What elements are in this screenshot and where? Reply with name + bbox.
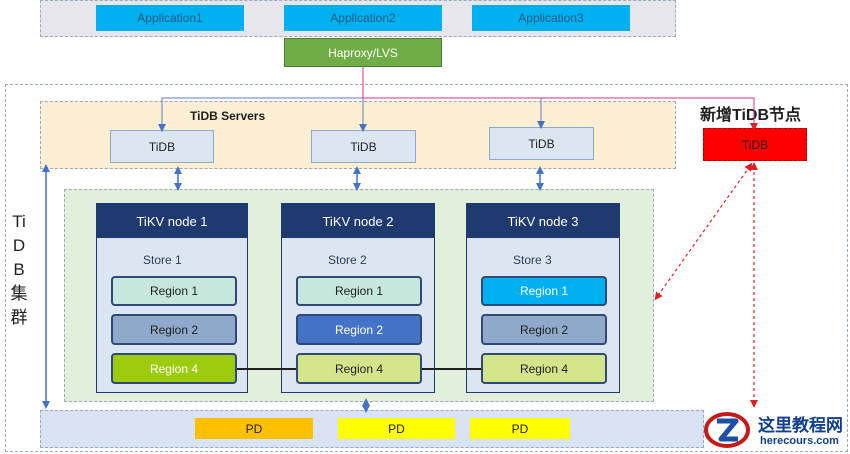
new-tidb-title: 新增TiDB节点 — [700, 107, 802, 124]
node-1-region-2[interactable]: Region 2 — [111, 314, 237, 345]
cluster-label-d: D — [12, 236, 26, 255]
pd-node-3[interactable]: PD — [470, 418, 570, 439]
watermark-url: herecours.com — [760, 435, 839, 447]
cluster-label-ti: Ti — [12, 212, 26, 231]
application-3-box[interactable]: Application3 — [472, 5, 630, 31]
tikv-node-3-header: TiKV node 3 — [467, 204, 619, 238]
tidb-server-2[interactable]: TiDB — [311, 130, 416, 163]
watermark-logo-icon — [704, 412, 750, 448]
tidb-server-1[interactable]: TiDB — [110, 130, 214, 163]
node-2-region-4[interactable]: Region 4 — [296, 353, 422, 384]
application-2-box[interactable]: Application2 — [284, 5, 442, 31]
node-3-region-1[interactable]: Region 1 — [481, 276, 607, 306]
tidb-cluster-frame — [5, 84, 848, 452]
tikv-node-1-header: TiKV node 1 — [97, 204, 247, 238]
cluster-label-qun: 群 — [10, 308, 28, 327]
tikv-node-2-header: TiKV node 2 — [282, 204, 434, 238]
new-tidb-node[interactable]: TiDB — [703, 128, 807, 161]
proxy-link-1 — [158, 67, 364, 132]
cluster-label: Ti D B 集 群 — [8, 210, 30, 330]
store-1-label: Store 1 — [143, 253, 182, 267]
pd-node-1[interactable]: PD — [195, 418, 313, 439]
watermark-title: 这里教程网 — [758, 416, 843, 436]
new-tidb-tikv-arrow — [654, 162, 753, 301]
store-3-label: Store 3 — [513, 253, 552, 267]
node-1-region-4[interactable]: Region 4 — [111, 353, 237, 384]
watermark-logo — [703, 410, 751, 450]
cluster-label-ji: 集 — [10, 284, 28, 303]
application-1-box[interactable]: Application1 — [96, 5, 244, 31]
tidb-servers-title: TiDB Servers — [190, 109, 266, 123]
node-2-region-2[interactable]: Region 2 — [296, 314, 422, 345]
node-1-region-1[interactable]: Region 1 — [111, 276, 237, 306]
cluster-label-b: B — [13, 260, 25, 279]
proxy-box[interactable]: Haproxy/LVS — [284, 38, 442, 67]
node-2-region-1[interactable]: Region 1 — [296, 276, 422, 306]
store-2-label: Store 2 — [328, 253, 367, 267]
proxy-link-new — [362, 67, 758, 131]
node-3-region-4[interactable]: Region 4 — [481, 353, 607, 384]
node-3-region-2[interactable]: Region 2 — [481, 314, 607, 345]
proxy-link-3 — [363, 97, 545, 129]
pd-node-2[interactable]: PD — [338, 418, 455, 439]
